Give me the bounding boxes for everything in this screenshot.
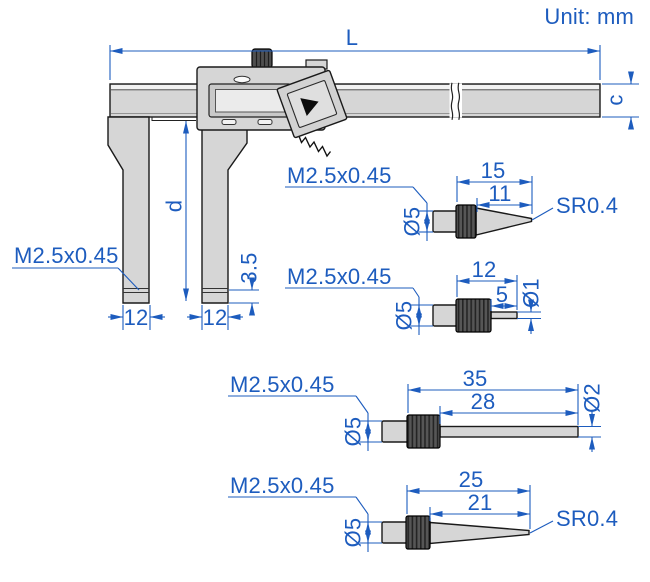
beam-break-curve (450, 82, 454, 120)
tip1-sr-leader (531, 207, 554, 221)
tip4-shank (381, 521, 408, 544)
tip4-cone (429, 521, 530, 545)
tip2-thread-leader (412, 287, 420, 298)
tip-long-cone-point: M2.5x0.45 25 21 SR0.4 Ø5 (228, 467, 618, 552)
tip1-shank-dia-label: Ø5 (400, 207, 425, 237)
tip2-part-length-label: 5 (496, 282, 508, 307)
tip3-shank (381, 420, 409, 443)
head-foot (257, 119, 273, 125)
tilted-cover (276, 69, 348, 139)
tip1-knurled-nut (455, 204, 477, 239)
tip3-part-length-label: 28 (471, 389, 496, 414)
thread-leader (117, 267, 140, 291)
tip3-rod (439, 425, 579, 438)
beam-break-curve (457, 82, 461, 120)
tip-pin-point: M2.5x0.45 12 5 Ø1 Ø5 (285, 257, 544, 335)
grip-serrations (297, 133, 332, 158)
tip-rod-point: M2.5x0.45 35 28 Ø2 Ø5 (228, 366, 605, 452)
head-foot (221, 119, 237, 125)
tip-depth-label: 3.5 (237, 252, 262, 283)
tip3-thread-leader (355, 395, 369, 414)
beam-top-strip (111, 85, 599, 90)
tip2-knurled-nut (455, 298, 492, 333)
length-label: L (346, 25, 358, 50)
tip2-shank-dia-label: Ø5 (392, 301, 417, 331)
caliper-thread-label: M2.5x0.45 (14, 243, 119, 268)
fixed-jaw (107, 116, 150, 304)
caliper-drawing (107, 48, 601, 304)
tip1-shank (432, 210, 458, 233)
tip4-total-length-label: 25 (459, 467, 484, 492)
thickness-label: c (603, 94, 628, 105)
tip3-end-label: Ø2 (580, 383, 605, 413)
digital-head (196, 48, 348, 158)
tip4-knurled-nut (405, 515, 431, 550)
tip3-shank-dia-label: Ø5 (341, 417, 366, 447)
right-jaw-width-label: 12 (203, 305, 228, 330)
tip4-shank-dia-label: Ø5 (341, 518, 366, 548)
tip4-sr-leader (529, 520, 554, 534)
tip-cone-point: M2.5x0.45 15 11 SR0.4 Ø5 (285, 158, 618, 241)
tip3-knurled-nut (406, 414, 441, 449)
depth-label: d (162, 200, 187, 212)
tip1-thread-leader (412, 186, 428, 204)
head-button (233, 75, 251, 84)
arrow-mark-icon (300, 98, 319, 117)
unit-label: Unit: mm (544, 4, 634, 29)
tip1-part-length-label: 11 (488, 181, 511, 206)
tip4-part-length-label: 21 (468, 490, 493, 515)
tip3-total-length-label: 35 (463, 366, 488, 391)
tip1-end-label: SR0.4 (556, 193, 618, 218)
tip2-shank (432, 304, 458, 327)
tip1-total-length-label: 15 (481, 158, 506, 183)
tip1-cone (475, 207, 533, 236)
slider-step-edge (151, 117, 196, 121)
tip1-thread-label: M2.5x0.45 (287, 163, 392, 188)
caliper-dimensions: Unit: mm L c d 3.5 12 12 M2.5x (12, 4, 639, 330)
left-jaw-width-label: 12 (124, 305, 149, 330)
tip4-thread-leader (355, 496, 369, 515)
tip2-thread-label: M2.5x0.45 (287, 264, 392, 289)
tip4-end-label: SR0.4 (556, 506, 618, 531)
lcd-screen (215, 89, 285, 113)
tip3-thread-label: M2.5x0.45 (230, 372, 335, 397)
tip2-total-length-label: 12 (472, 257, 497, 282)
tip2-pin (490, 311, 518, 320)
tip4-thread-label: M2.5x0.45 (230, 473, 335, 498)
